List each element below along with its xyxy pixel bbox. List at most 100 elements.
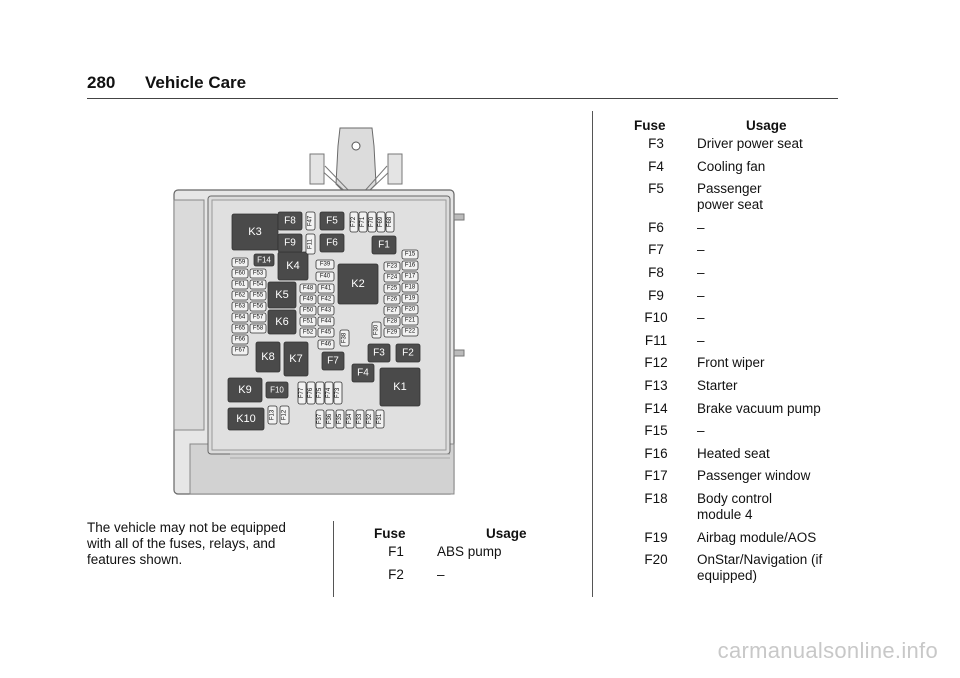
fuse-f38: F38 (339, 329, 350, 347)
usage-cell: Front wiper (697, 355, 765, 371)
fuse-f10: F10 (265, 381, 289, 399)
fuse-f44: F44 (317, 316, 335, 327)
fuse-f30: F30 (371, 321, 382, 339)
fuse-f26: F26 (383, 294, 401, 305)
fuse-f58: F58 (249, 323, 267, 334)
fuse-f42: F42 (317, 294, 335, 305)
fuse-cell: F6 (648, 219, 664, 235)
fuse-f14: F14 (253, 253, 275, 267)
label: F68 (387, 216, 393, 227)
label: F60 (235, 271, 246, 277)
label: K10 (236, 413, 256, 425)
fuse-f52: F52 (299, 327, 317, 338)
fuse-f71: F71 (358, 211, 368, 233)
relay-k1: K1 (379, 367, 421, 407)
fuse-f7: F7 (321, 351, 345, 371)
usage-cell: OnStar/Navigation (if equipped) (697, 552, 823, 584)
fuse-f15: F15 (401, 249, 419, 260)
label: F47 (308, 215, 314, 226)
label: F71 (360, 216, 366, 227)
table-row: F7– (632, 242, 842, 258)
label: F7 (327, 356, 339, 367)
fuse-f55: F55 (249, 290, 267, 301)
fuse-f50: F50 (299, 305, 317, 316)
label: F31 (377, 413, 383, 424)
label: F29 (387, 330, 398, 336)
label: F58 (253, 326, 264, 332)
fuse-f13: F13 (267, 405, 278, 425)
column-divider-left (333, 521, 334, 597)
relay-k2: K2 (337, 263, 379, 305)
label: F49 (303, 297, 314, 303)
usage-cell: – (697, 332, 705, 348)
watermark: carmanualsonline.info (717, 638, 938, 663)
label: F61 (235, 282, 246, 288)
fuse-f49: F49 (299, 294, 317, 305)
label: F59 (235, 260, 246, 266)
usage-cell: Heated seat (697, 445, 770, 461)
relay-k7: K7 (283, 341, 309, 377)
header-rule (87, 98, 838, 99)
fuse-cell: F2 (388, 566, 404, 582)
usage-cell: Passenger power seat (697, 181, 764, 213)
label: F3 (373, 348, 385, 359)
fuse-f6: F6 (319, 233, 345, 253)
table-row: F2– (372, 567, 572, 583)
label: F23 (387, 264, 398, 270)
fuse-f72: F72 (349, 211, 359, 233)
label: F63 (235, 304, 246, 310)
usage-cell: Body control module 4 (697, 490, 773, 522)
usage-cell: Brake vacuum pump (697, 400, 821, 416)
label: F54 (253, 282, 264, 288)
label: F53 (253, 271, 264, 277)
label: F64 (235, 315, 246, 321)
label: F35 (337, 413, 343, 424)
label: K2 (351, 278, 364, 290)
label: F72 (351, 216, 357, 227)
label: F33 (357, 413, 363, 424)
label: F39 (320, 262, 331, 268)
relay-k5: K5 (267, 281, 297, 309)
label: K7 (289, 353, 302, 365)
table-row: F10– (632, 310, 842, 326)
fuse-f63: F63 (231, 301, 249, 312)
label: F8 (284, 216, 296, 227)
fuse-f53: F53 (249, 268, 267, 279)
fuse-f34: F34 (345, 409, 355, 429)
table-header: Fuse Usage (372, 526, 572, 544)
label: F19 (405, 296, 416, 302)
fuse-f8: F8 (277, 211, 303, 231)
fuse-f43: F43 (317, 305, 335, 316)
fuse-f31: F31 (375, 409, 385, 429)
relay-k9: K9 (227, 377, 263, 403)
fuse-f65: F65 (231, 323, 249, 334)
usage-cell: Airbag module/AOS (697, 529, 817, 545)
label: F22 (405, 329, 416, 335)
fuse-f11: F11 (305, 233, 316, 255)
col-fuse-header: Fuse (374, 526, 406, 541)
fuse-f59: F59 (231, 257, 249, 268)
label: F57 (253, 315, 264, 321)
label: F41 (321, 286, 332, 292)
usage-cell: Starter (697, 377, 738, 393)
label: F40 (320, 274, 331, 280)
fuse-f9: F9 (277, 233, 303, 253)
table-row: F8– (632, 265, 842, 281)
fuse-f25: F25 (383, 283, 401, 294)
fuse-cell: F7 (648, 242, 664, 258)
relay-k10: K10 (227, 407, 265, 431)
fuse-f56: F56 (249, 301, 267, 312)
label: F65 (235, 326, 246, 332)
usage-cell: – (697, 219, 705, 235)
table-row: F15– (632, 423, 842, 439)
fuse-f16: F16 (401, 260, 419, 271)
fuse-f39: F39 (315, 259, 335, 270)
fuse-cell: F11 (644, 332, 668, 348)
label: F67 (235, 348, 246, 354)
